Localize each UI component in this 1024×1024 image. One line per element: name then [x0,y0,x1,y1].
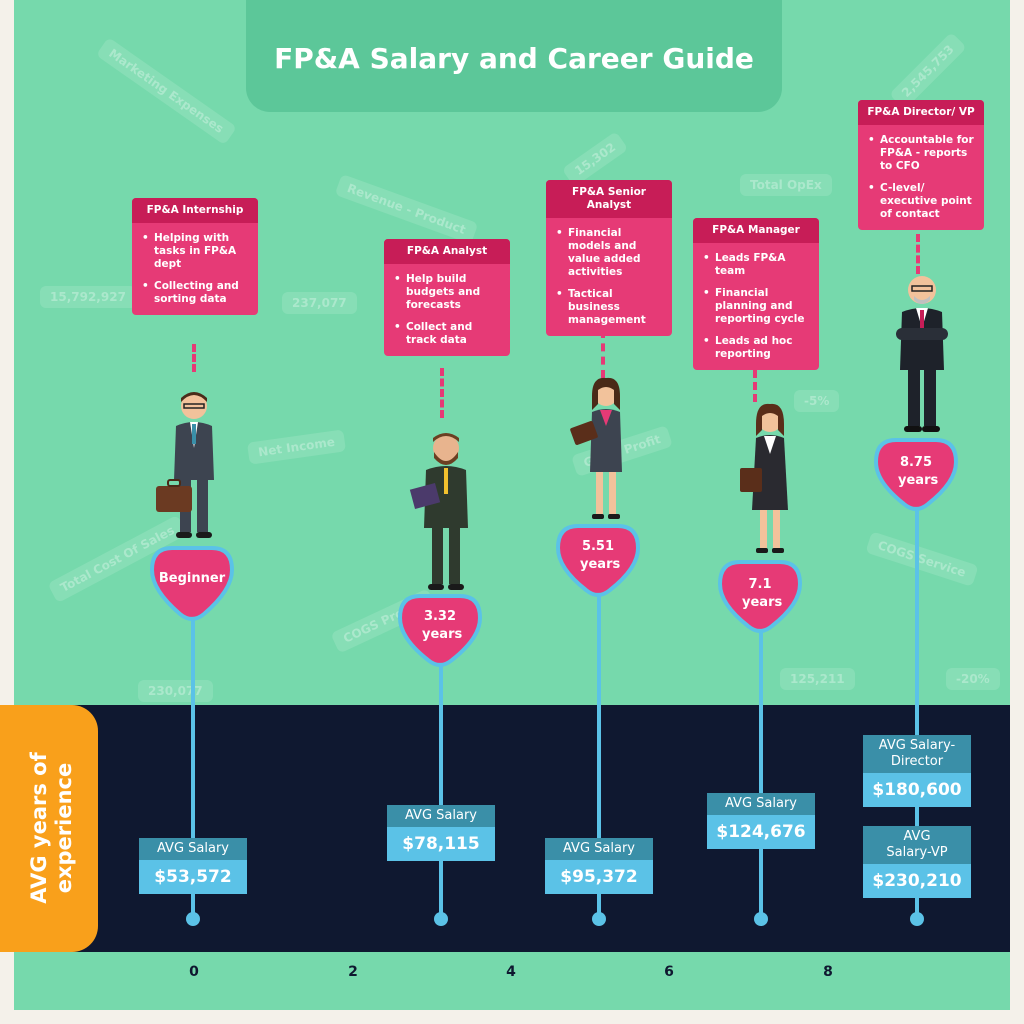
badge-shape [149,546,235,621]
badge-label: 8.75 years [898,455,939,488]
connector-dash [916,234,920,274]
salary-box: AVG Salary $53,572 [139,838,247,894]
x-tick: 6 [664,964,674,980]
role-card-director-vp: FP&A Director/ VP Accountable for FP&A -… [858,100,984,230]
bg-word: 237,077 [282,292,357,314]
salary-label: AVG Salary [545,838,653,860]
role-title: FP&A Internship [132,198,258,223]
timeline-line [191,590,195,918]
analyst-person-icon [409,433,468,590]
salary-label: AVG Salary [139,838,247,860]
bg-word: 15,302 [561,130,629,188]
bg-word: 15,792,927 [40,286,136,308]
experience-badge: 7.1 years [716,556,804,636]
role-title: FP&A Manager [693,218,819,243]
y-axis-label: AVG years of experience [27,752,76,904]
role-duty: Accountable for FP&A - reports to CFO [868,134,976,173]
role-duty: Helping with tasks in FP&A dept [142,232,250,271]
role-duty: Leads FP&A team [703,252,811,278]
experience-badge: Beginner [148,540,236,624]
timeline-line [597,570,601,918]
salary-box-vp: AVG Salary-VP $230,210 [863,826,971,898]
timeline-dot [910,912,924,926]
manager-person-icon [740,403,788,553]
timeline-line [915,488,919,918]
timeline-dot [592,912,606,926]
role-card-manager: FP&A Manager Leads FP&A team Financial p… [693,218,819,370]
salary-box: AVG Salary $124,676 [707,793,815,849]
salary-label: AVG Salary [707,793,815,815]
salary-label: AVG Salary [387,805,495,827]
connector-dash [601,330,605,378]
role-duty: Financial models and value added activit… [556,227,664,279]
experience-band [14,705,1010,952]
role-title: FP&A Director/ VP [858,100,984,125]
title-banner: FP&A Salary and Career Guide [246,0,782,112]
role-title: FP&A Analyst [384,239,510,264]
badge-label: 7.1 years [742,577,783,610]
timeline-line [759,610,763,918]
infographic-canvas: Marketing Expenses 2,545,753 Revenue - P… [14,0,1010,1010]
salary-box: AVG Salary $78,115 [387,805,495,861]
y-axis-label-box [0,705,98,952]
role-duty: Financial planning and reporting cycle [703,287,811,326]
bg-word: -20% [946,668,1000,690]
connector-dash [753,370,757,402]
badge-label: 5.51 years [580,539,621,572]
bg-word: Net Income [246,429,347,465]
role-duty: Help build budgets and forecasts [394,273,502,312]
badge-shape [397,594,483,667]
salary-value: $78,115 [387,827,495,861]
experience-badge: 8.75 years [872,434,960,514]
salary-label: AVG Salary-VP [863,826,971,864]
x-tick: 2 [348,964,358,980]
bg-word: 230,077 [138,680,213,702]
x-tick: 8 [823,964,833,980]
bg-word: Revenue - Product [334,173,479,245]
role-title: FP&A Senior Analyst [546,180,672,218]
timeline-dot [754,912,768,926]
salary-value: $53,572 [139,860,247,894]
x-tick: 0 [189,964,199,980]
role-duty: Tactical business management [556,288,664,327]
salary-label: AVG Salary-Director [863,735,971,773]
role-card-internship: FP&A Internship Helping with tasks in FP… [132,198,258,315]
badge-label: 3.32 years [422,609,463,642]
timeline-line [439,640,443,918]
timeline-dot [186,912,200,926]
bg-word: COGS Service [865,531,979,587]
connector-dash [440,368,444,418]
bg-word: 2,545,753 [889,32,967,110]
salary-value: $180,600 [863,773,971,807]
badge-shape [717,560,803,633]
bg-word: -5% [794,390,840,412]
salary-value: $95,372 [545,860,653,894]
bg-word: 125,211 [780,668,855,690]
badge-shape [555,524,641,597]
salary-box-director: AVG Salary-Director $180,600 [863,735,971,807]
badge-label: Beginner [158,571,226,586]
salary-value: $230,210 [863,864,971,898]
salary-box: AVG Salary $95,372 [545,838,653,894]
senior-analyst-person-icon [570,377,622,519]
experience-badge: 3.32 years [396,590,484,670]
experience-badge: 5.51 years [554,520,642,600]
page-title: FP&A Salary and Career Guide [274,42,754,75]
bg-word: Marketing Expenses [95,37,237,145]
role-card-analyst: FP&A Analyst Help build budgets and fore… [384,239,510,356]
role-duty: Collecting and sorting data [142,280,250,306]
timeline-dot [434,912,448,926]
director-person-icon [896,276,948,432]
intern-person-icon [156,392,214,538]
connector-dash [192,344,196,372]
salary-value: $124,676 [707,815,815,849]
role-duty: Leads ad hoc reporting [703,335,811,361]
role-duty: Collect and track data [394,321,502,347]
role-duty: C-level/ executive point of contact [868,182,976,221]
bg-word: Total OpEx [740,174,832,196]
role-card-senior-analyst: FP&A Senior Analyst Financial models and… [546,180,672,336]
badge-shape [873,438,959,511]
x-tick: 4 [506,964,516,980]
